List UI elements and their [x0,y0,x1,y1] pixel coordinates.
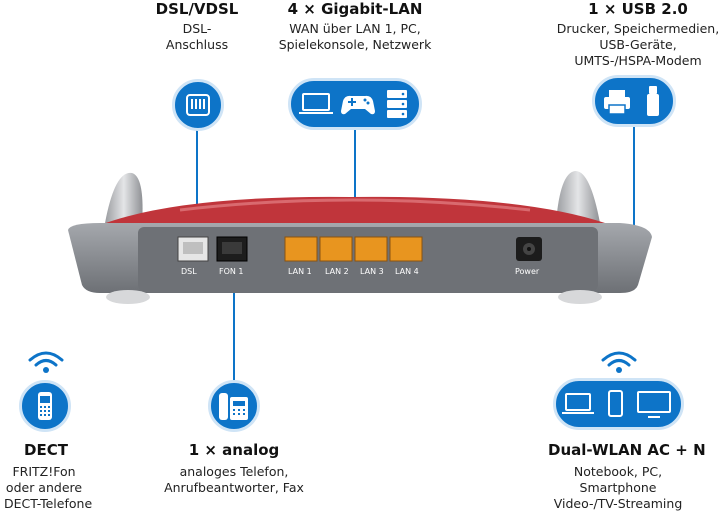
usb-stick-icon [647,86,659,116]
usb-description: Drucker, Speichermedien, USB-Geräte, UMT… [556,21,720,68]
left-antenna [105,172,143,225]
lan-bubble [288,78,422,130]
analog-description: analoges Telefon, Anrufbeantworter, Fax [164,464,304,495]
port-label-lan3: LAN 3 [360,267,384,276]
gamepad-icon [341,95,375,115]
port-label-lan1: LAN 1 [288,267,312,276]
wlan-description: Notebook, PC, Smartphone Video-/TV-Strea… [553,464,683,511]
router-device [68,170,652,304]
nas-icon [387,90,407,118]
smartphone-icon [608,390,623,417]
laptop-icon [562,393,594,414]
desk-phone-icon [219,393,248,420]
dect-title: DECT [24,441,68,459]
dect-description: FRITZ!Fon oder andere DECT-Telefone [4,464,93,511]
wlan-wifi-icon [601,351,637,373]
usb-title: 1 × USB 2.0 [588,0,688,18]
dsl-port-icon [186,94,210,116]
tv-icon [637,391,671,418]
wlan-title: Dual-WLAN AC + N [548,441,706,459]
usb-bubble [592,75,676,127]
power-port [516,237,542,261]
usb-icons [604,86,659,116]
port-label-lan2: LAN 2 [325,267,349,276]
dsl-description: DSL- Anschluss [165,21,229,52]
wifi-icon [28,351,64,373]
port-label-fon1: FON 1 [219,267,244,276]
analog-bubble [208,380,260,432]
dsl-bubble [172,79,224,131]
lan-title: 4 × Gigabit-LAN [287,0,423,18]
lan-icons [299,90,407,118]
fon-port [216,236,248,262]
port-label-power: Power [515,267,540,276]
laptop-icon [299,93,333,114]
wlan-icons [562,390,671,418]
printer-icon [604,90,630,115]
dsl-port [177,236,209,262]
dsl-title: DSL/VDSL [155,0,239,18]
wlan-bubble [553,378,684,430]
port-label-lan4: LAN 4 [395,267,419,276]
right-antenna [556,170,600,223]
dect-bubble [19,380,71,432]
port-label-dsl: DSL [181,267,197,276]
cordless-phone-icon [38,392,52,420]
analog-title: 1 × analog [188,441,280,459]
lan-ports [284,236,423,262]
lan-description: WAN über LAN 1, PC, Spielekonsole, Netzw… [278,21,432,52]
